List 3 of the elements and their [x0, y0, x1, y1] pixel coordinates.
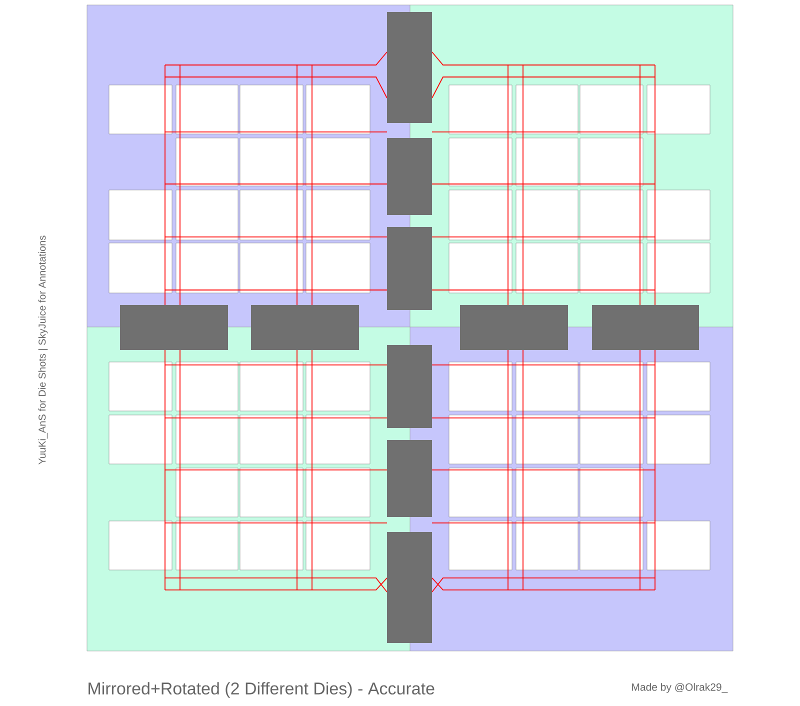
author-credit: Made by @Olrak29_ [632, 683, 728, 693]
credit-text: YuuKi_AnS for Die Shots | SkyJuice for Annotations [38, 236, 48, 464]
caption: Mirrored+Rotated (2 Different Dies) - Accurate [88, 682, 434, 698]
